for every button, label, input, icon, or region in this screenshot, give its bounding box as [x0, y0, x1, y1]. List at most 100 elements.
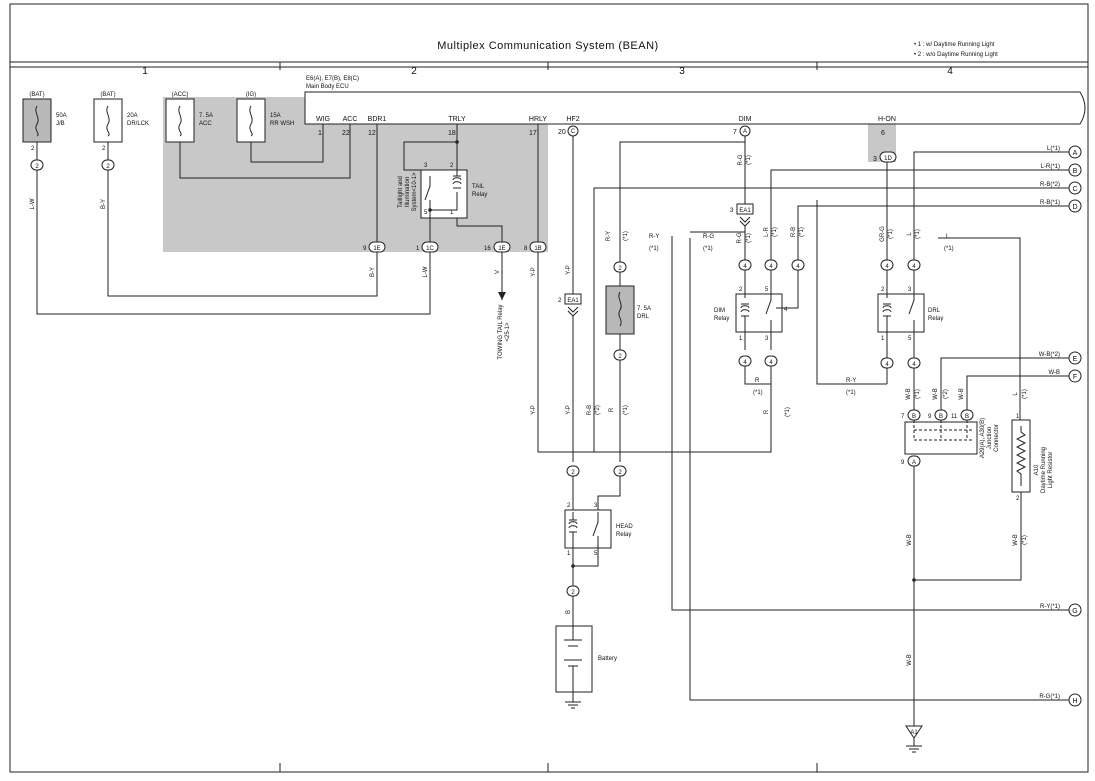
- fuse-amp: 15A: [270, 113, 281, 119]
- pin-num: 5: [594, 551, 598, 557]
- pin-num: 4: [784, 307, 788, 313]
- column-label-1: 1: [142, 66, 148, 77]
- towing-ref: TOWING TAIL Relay: [498, 304, 504, 359]
- fuse-name: ACC: [199, 121, 212, 127]
- wire-label-yp: Y-P: [531, 267, 537, 276]
- head-relay-label: HEAD: [616, 524, 633, 530]
- dim-relay-label: DIM: [714, 308, 725, 314]
- taillight-ref3: System<10-1>: [412, 172, 418, 212]
- wire-note: (*1): [1022, 389, 1028, 399]
- pin-num: 6: [881, 130, 885, 137]
- fuse-name: DR/LCK: [127, 121, 149, 127]
- main-body-ecu: [304, 91, 1086, 125]
- offpage-connector-e: E W-B(*2): [1039, 351, 1082, 365]
- wire-label-yp: Y-P: [531, 405, 537, 414]
- conn-1c: 1C: [426, 246, 434, 252]
- drl-relay: [877, 293, 925, 333]
- pin-num: 11: [951, 414, 958, 420]
- pin-num: 3: [873, 156, 877, 163]
- ea1-label: EA1: [739, 208, 751, 214]
- fuse-source: (BAT): [100, 92, 115, 98]
- wire-label-wb: W-B: [907, 654, 913, 666]
- ecu-name: Main Body ECU: [306, 84, 349, 90]
- pin-num: 17: [529, 130, 537, 137]
- wire-label-wb: W-B: [906, 388, 912, 400]
- wire-label-v: V: [495, 270, 501, 274]
- wire-note: (*1): [623, 231, 629, 241]
- fuse-amp: 20A: [127, 113, 138, 119]
- pin-num: 16: [484, 246, 491, 252]
- fuse-name: J/B: [56, 121, 65, 127]
- pin-num: 3: [765, 336, 769, 342]
- pin-num: 5: [424, 210, 428, 216]
- pin-num: 5: [908, 336, 912, 342]
- wire-label-ry: R-Y: [606, 231, 612, 241]
- pin-num: 1: [318, 130, 322, 137]
- wire-label-wb: W-B: [907, 534, 913, 546]
- fuse-name: DRL: [637, 314, 650, 320]
- fuse-amp: 7. 5A: [637, 306, 651, 312]
- pin-num: 7: [733, 129, 737, 136]
- ecu-pin-dim: DIM: [739, 116, 752, 123]
- pin-num: 1: [739, 336, 743, 342]
- conn-2: 2: [618, 470, 622, 476]
- wire-label-yp: Y-P: [566, 405, 572, 414]
- ea1-label: EA1: [567, 298, 579, 304]
- wire-label-grg: GR-G: [880, 226, 886, 242]
- conn-4: 4: [769, 360, 773, 366]
- pin-num: 1: [881, 336, 885, 342]
- pin-num: 3: [594, 503, 598, 509]
- wire-note: (*2): [595, 405, 601, 415]
- junction-label3: Connector: [994, 424, 1000, 452]
- wire-note: (*1): [753, 390, 763, 396]
- conn-a: A: [912, 460, 916, 466]
- svg-text:W-B(*2): W-B(*2): [1039, 352, 1060, 358]
- wire-note: (*1): [649, 246, 659, 252]
- pin-num: 3: [908, 287, 912, 293]
- wire-note: (*1): [1022, 535, 1028, 545]
- ecu-pin-hrly: HRLY: [529, 116, 547, 123]
- towing-ref2: <25-1>: [505, 322, 511, 342]
- ecu-pin-wig: WIG: [316, 116, 330, 123]
- diagram-frame: [9, 3, 1089, 773]
- pin-num: 9: [928, 414, 932, 420]
- wire-label-by: B-Y: [101, 199, 107, 209]
- svg-text:D: D: [1072, 204, 1077, 211]
- conn-2: 2: [618, 266, 622, 272]
- pin-num: 8: [524, 246, 528, 252]
- wire-label-l: L: [946, 234, 950, 240]
- column-label-2: 2: [411, 66, 417, 77]
- conn-4: 4: [912, 362, 916, 368]
- wire-label-r: R: [609, 407, 615, 412]
- wire-label-l: L: [907, 232, 913, 236]
- wire-note: (*1): [915, 229, 921, 239]
- wire-note: (*1): [915, 389, 921, 399]
- svg-text:R-Y(*1): R-Y(*1): [1040, 604, 1060, 610]
- svg-text:C: C: [1072, 186, 1077, 193]
- wire-note: (*1): [703, 246, 713, 252]
- junction-label: A29(A), A30(B): [980, 418, 986, 458]
- conn-4: 4: [912, 264, 916, 270]
- pin-num: 18: [448, 130, 456, 137]
- wire-label-ry: R-Y: [649, 234, 659, 240]
- wire-label-rb: R-B: [587, 405, 593, 415]
- conn-2: 2: [106, 164, 110, 170]
- dim-relay-label2: Relay: [714, 316, 729, 322]
- conn-1b: 1B: [534, 246, 541, 252]
- ground-a1: [905, 725, 923, 739]
- head-relay-label2: Relay: [616, 532, 631, 538]
- wire-note: (*1): [746, 155, 752, 165]
- svg-text:L-R(*1): L-R(*1): [1041, 164, 1060, 170]
- conn-4: 4: [796, 264, 800, 270]
- fuse-amp: 50A: [56, 113, 67, 119]
- wire-label-lw: L-W: [423, 266, 429, 277]
- wire-label-l: L: [1013, 392, 1019, 396]
- column-label-3: 3: [679, 66, 685, 77]
- resistor-label2: Daytime Running: [1041, 447, 1047, 493]
- pin-num: 2: [558, 298, 562, 304]
- resistor-label: A10: [1034, 464, 1040, 475]
- ecu-pin-bdr1: BDR1: [368, 116, 387, 123]
- drl-relay-label2: Relay: [928, 316, 943, 322]
- wire-note: (*1): [846, 390, 856, 396]
- conn-a-dim: A: [743, 129, 747, 135]
